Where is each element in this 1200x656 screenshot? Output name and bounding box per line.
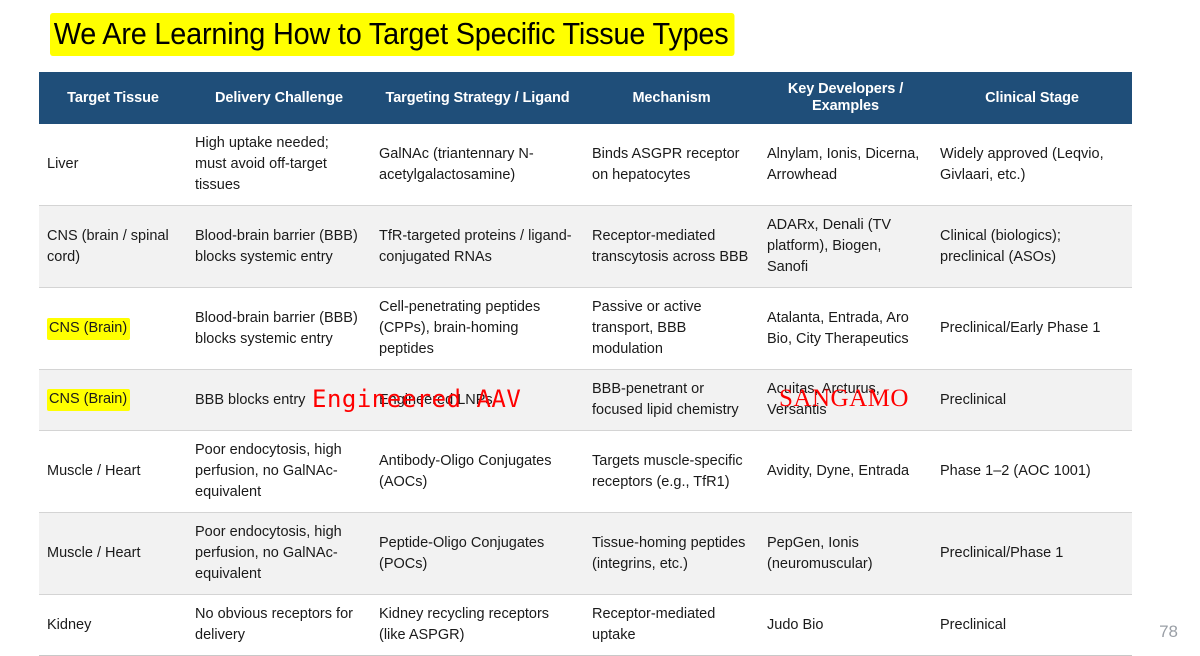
highlighted-tissue-label: CNS (Brain) bbox=[47, 389, 131, 411]
cell-target-tissue: Muscle / Heart bbox=[39, 512, 187, 595]
column-header-targeting-strategy[interactable]: Targeting Strategy / Ligand bbox=[371, 72, 584, 124]
cell-target-tissue: Kidney bbox=[39, 594, 187, 656]
cell-key-developers: Acuitas, Arcturus, Versantis bbox=[759, 369, 932, 431]
cell-targeting-strategy: Antibody-Oligo Conjugates (AOCs) bbox=[371, 430, 584, 513]
cell-clinical-stage: Clinical (biologics); preclinical (ASOs) bbox=[932, 205, 1132, 288]
cell-clinical-stage: Preclinical/Early Phase 1 bbox=[932, 287, 1132, 370]
table-header-row: Target Tissue Delivery Challenge Targeti… bbox=[39, 72, 1132, 124]
cell-mechanism: BBB-penetrant or focused lipid chemistry bbox=[584, 369, 759, 431]
cell-key-developers: Alnylam, Ionis, Dicerna, Arrowhead bbox=[759, 124, 932, 206]
page-title-highlight: We Are Learning How to Target Specific T… bbox=[50, 13, 735, 56]
highlighted-tissue-label: CNS (Brain) bbox=[47, 317, 131, 340]
cell-target-tissue: CNS (Brain) bbox=[39, 369, 187, 431]
cell-targeting-strategy: GalNAc (triantennary N-acetylgalactosami… bbox=[371, 124, 584, 206]
table-row: CNS (Brain) Blood-brain barrier (BBB) blo… bbox=[39, 287, 1132, 370]
cell-key-developers: Atalanta, Entrada, Aro Bio, City Therape… bbox=[759, 287, 932, 370]
cell-mechanism: Targets muscle-specific receptors (e.g.,… bbox=[584, 430, 759, 513]
cell-targeting-strategy: Peptide-Oligo Conjugates (POCs) bbox=[371, 512, 584, 595]
cell-targeting-strategy: Kidney recycling receptors (like ASPGR) bbox=[371, 594, 584, 656]
cell-delivery-challenge: No obvious receptors for delivery bbox=[187, 594, 371, 656]
cell-delivery-challenge: Blood-brain barrier (BBB) blocks systemi… bbox=[187, 287, 371, 370]
cell-clinical-stage: Preclinical bbox=[932, 594, 1132, 656]
cell-target-tissue: CNS (Brain) bbox=[39, 287, 187, 370]
cell-targeting-strategy: Engineered LNPs bbox=[371, 369, 584, 431]
cell-delivery-challenge: Poor endocytosis, high perfusion, no Gal… bbox=[187, 512, 371, 595]
column-header-mechanism[interactable]: Mechanism bbox=[584, 72, 759, 124]
cell-clinical-stage: Preclinical/Phase 1 bbox=[932, 512, 1132, 595]
cell-key-developers: Judo Bio bbox=[759, 594, 932, 656]
column-header-clinical-stage[interactable]: Clinical Stage bbox=[932, 72, 1132, 124]
cell-key-developers: ADARx, Denali (TV platform), Biogen, San… bbox=[759, 205, 932, 288]
cell-clinical-stage: Phase 1–2 (AOC 1001) bbox=[932, 430, 1132, 513]
page-number: 78 bbox=[1159, 622, 1178, 641]
cell-delivery-challenge: Poor endocytosis, high perfusion, no Gal… bbox=[187, 430, 371, 513]
cell-delivery-challenge: BBB blocks entry bbox=[187, 369, 371, 431]
cell-clinical-stage: Widely approved (Leqvio, Givlaari, etc.) bbox=[932, 124, 1132, 206]
cell-mechanism: Binds ASGPR receptor on hepatocytes bbox=[584, 124, 759, 206]
cell-targeting-strategy: TfR-targeted proteins / ligand-conjugate… bbox=[371, 205, 584, 288]
column-header-key-developers[interactable]: Key Developers / Examples bbox=[759, 72, 932, 124]
tissue-targeting-table: Target Tissue Delivery Challenge Targeti… bbox=[39, 72, 1132, 656]
cell-target-tissue: Muscle / Heart bbox=[39, 430, 187, 513]
cell-mechanism: Tissue-homing peptides (integrins, etc.) bbox=[584, 512, 759, 595]
cell-delivery-challenge: High uptake needed; must avoid off-targe… bbox=[187, 124, 371, 206]
page-title: We Are Learning How to Target Specific T… bbox=[50, 13, 786, 56]
cell-mechanism: Receptor-mediated transcytosis across BB… bbox=[584, 205, 759, 288]
cell-targeting-strategy: Cell-penetrating peptides (CPPs), brain-… bbox=[371, 287, 584, 370]
cell-clinical-stage: Preclinical bbox=[932, 369, 1132, 431]
column-header-target-tissue[interactable]: Target Tissue bbox=[39, 72, 187, 124]
column-header-delivery-challenge[interactable]: Delivery Challenge bbox=[187, 72, 371, 124]
cell-key-developers: Avidity, Dyne, Entrada bbox=[759, 430, 932, 513]
cell-target-tissue: CNS (brain / spinal cord) bbox=[39, 205, 187, 288]
cell-mechanism: Receptor-mediated uptake bbox=[584, 594, 759, 656]
table-header: Target Tissue Delivery Challenge Targeti… bbox=[39, 72, 1132, 124]
cell-delivery-challenge: Blood-brain barrier (BBB) blocks systemi… bbox=[187, 205, 371, 288]
cell-key-developers: PepGen, Ionis (neuromuscular) bbox=[759, 512, 932, 595]
table-row: CNS (brain / spinal cord)Blood-brain bar… bbox=[39, 205, 1132, 288]
cell-mechanism: Passive or active transport, BBB modulat… bbox=[584, 287, 759, 370]
cell-target-tissue: Liver bbox=[39, 124, 187, 206]
